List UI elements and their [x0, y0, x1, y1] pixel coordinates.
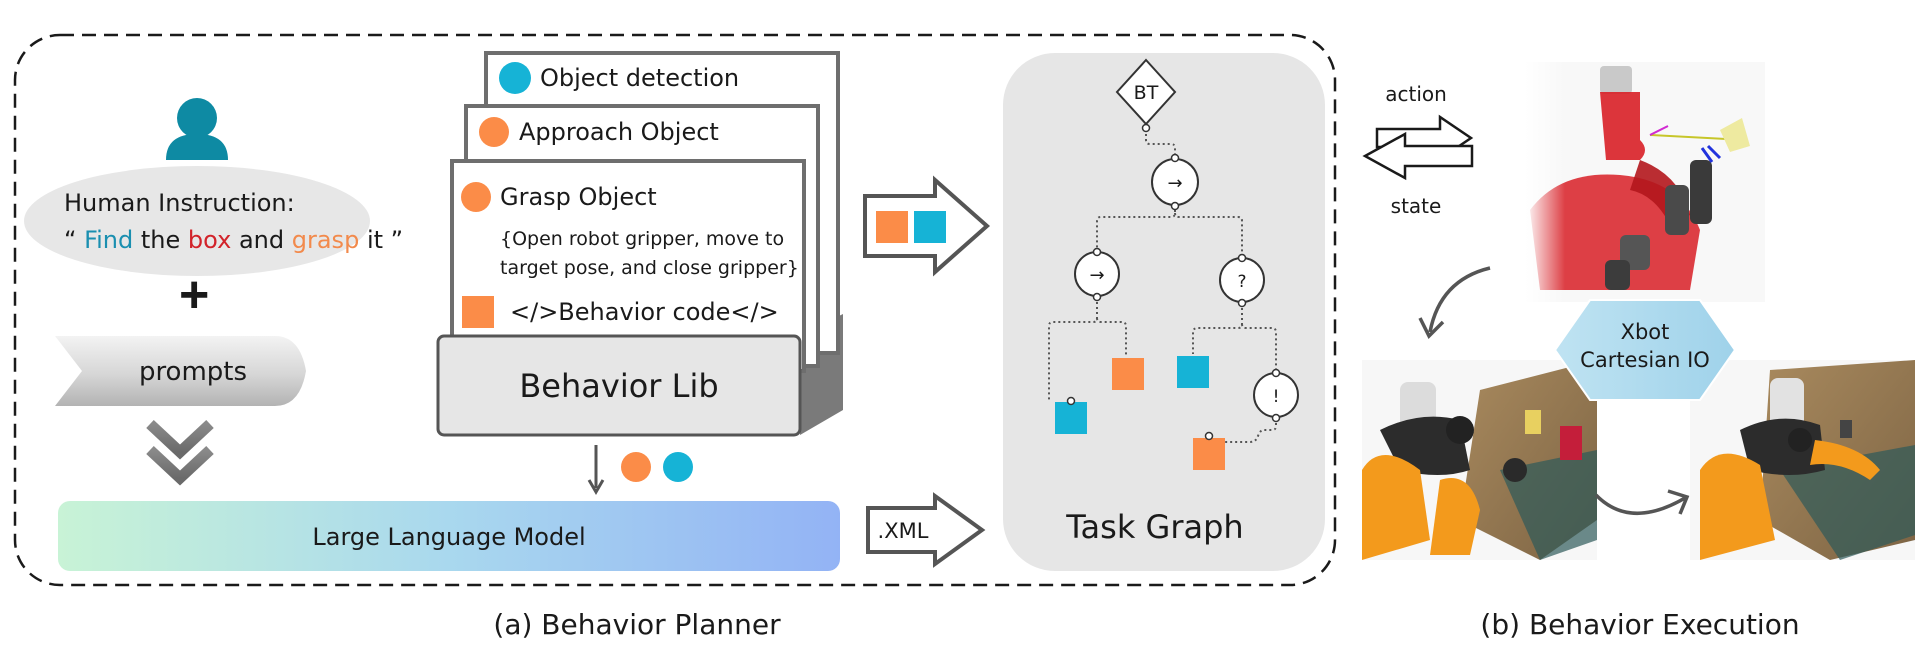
- state-label: state: [1391, 194, 1442, 218]
- bt-port: [1237, 253, 1247, 263]
- grasp-description-line-2: target pose, and close gripper}: [500, 257, 799, 279]
- prompts-label: prompts: [139, 357, 247, 387]
- card-title-grasp-object: Grasp Object: [500, 183, 657, 211]
- bt-port: [1271, 413, 1281, 423]
- curved-arrow-top-head: [1418, 317, 1445, 339]
- robot-sim-image-left: [1362, 360, 1597, 560]
- sequence-symbol: →: [1167, 173, 1182, 194]
- card-title-approach-object: Approach Object: [519, 118, 719, 146]
- curved-arrow-bottom: [1594, 493, 1686, 515]
- bt-port: [1170, 153, 1180, 163]
- planner-dashed-frame: [13, 33, 1337, 587]
- leaf-cyan-left: [1055, 402, 1087, 434]
- code-square-orange: [462, 296, 494, 328]
- lib-to-llm-arrow: [587, 445, 605, 495]
- bt-port: [1271, 368, 1281, 378]
- planner-caption: (a) Behavior Planner: [493, 608, 781, 641]
- card-dot-orange: [479, 117, 509, 147]
- bt-port: [1204, 431, 1214, 441]
- controller-hexagon: [1553, 299, 1737, 401]
- instruction-word-box: box: [188, 226, 231, 254]
- card-dot-orange: [461, 182, 491, 212]
- behavior-code-label: </>Behavior code</>: [510, 298, 779, 326]
- bt-port: [1237, 298, 1247, 308]
- curved-arrow-bottom-head: [1667, 489, 1690, 515]
- human-instruction-bubble: [24, 166, 370, 276]
- state-arrow: [1362, 131, 1474, 181]
- sequence-symbol: →: [1089, 265, 1104, 286]
- arrow-square-orange: [876, 211, 908, 243]
- card-dot-cyan: [499, 62, 531, 94]
- card-title-object-detection: Object detection: [540, 64, 739, 92]
- llm-bar: [58, 501, 840, 571]
- double-chevron-down-icon: [146, 419, 214, 486]
- plus-sign: +: [179, 266, 209, 324]
- robot-sim-image-top: [1525, 62, 1765, 302]
- robot-sim-image-right: [1690, 360, 1915, 560]
- bt-port: [1092, 247, 1102, 257]
- prompts-banner: [55, 336, 306, 406]
- leaf-cyan-right: [1177, 356, 1209, 388]
- action-label: action: [1385, 82, 1447, 106]
- leaf-orange-bottom: [1193, 438, 1225, 470]
- condition-symbol: !: [1273, 387, 1280, 407]
- task-graph-panel: [1003, 53, 1325, 571]
- fallback-symbol: ?: [1237, 272, 1246, 292]
- leaf-orange-left: [1112, 358, 1144, 390]
- behavior-lib-label: Behavior Lib: [519, 367, 718, 405]
- bt-root-label: BT: [1134, 82, 1159, 104]
- llm-label: Large Language Model: [312, 523, 585, 551]
- bt-port: [1170, 201, 1180, 211]
- node-dot-orange: [621, 452, 651, 482]
- controller-line-2: Cartesian IO: [1580, 348, 1710, 372]
- human-user-icon: [166, 98, 228, 160]
- xml-label: .XML: [878, 519, 929, 543]
- grasp-description-line-1: {Open robot gripper, move to: [500, 228, 784, 250]
- node-dot-cyan: [663, 452, 693, 482]
- execution-caption: (b) Behavior Execution: [1480, 608, 1799, 641]
- controller-line-1: Xbot: [1621, 320, 1670, 344]
- behavior-library: Object detection Approach Object Grasp O…: [436, 51, 843, 437]
- curved-arrow-top: [1428, 266, 1491, 333]
- task-graph-title: Task Graph: [1065, 508, 1243, 546]
- behavior-lib-base: [436, 334, 802, 437]
- bt-port: [1066, 396, 1076, 406]
- instruction-text: “ Find the box and grasp it ”: [64, 226, 403, 254]
- instruction-word-find: Find: [84, 226, 133, 254]
- bt-port: [1092, 292, 1102, 302]
- xml-arrow: [866, 492, 986, 568]
- instruction-word-grasp: grasp: [292, 226, 360, 254]
- instruction-title: Human Instruction:: [64, 189, 295, 217]
- arrow-square-cyan: [914, 211, 946, 243]
- bt-port: [1141, 123, 1151, 133]
